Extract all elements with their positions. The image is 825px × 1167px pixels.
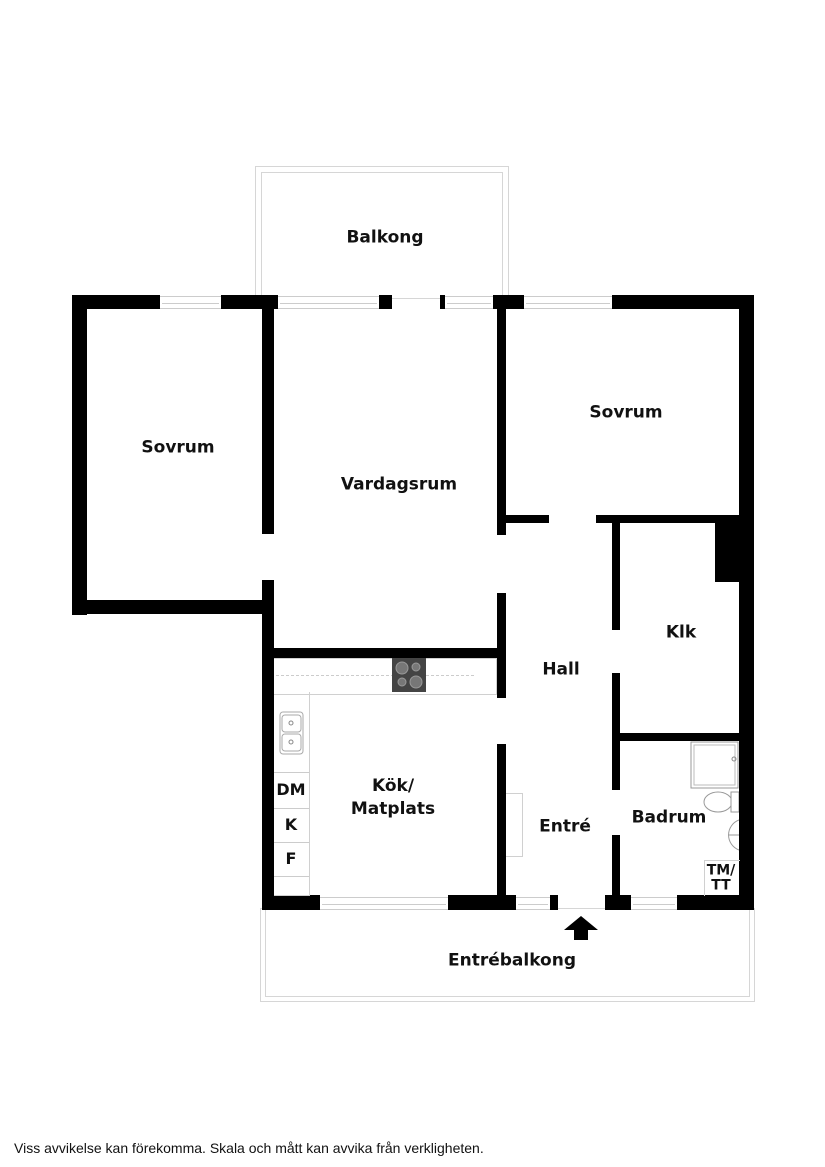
- toilet-icon: [701, 790, 740, 814]
- wall: [497, 593, 506, 698]
- wall: [493, 295, 524, 309]
- window: [445, 296, 493, 309]
- wall: [605, 895, 631, 910]
- label-washer-dryer: TM/ TT: [706, 862, 736, 893]
- wall: [677, 895, 754, 910]
- room-label-entre: Entré: [539, 816, 591, 837]
- wall: [262, 309, 274, 534]
- wall: [497, 515, 549, 523]
- stove-icon: [392, 658, 426, 692]
- wall: [262, 580, 274, 910]
- sink-icon: [279, 711, 304, 755]
- wall: [596, 515, 741, 523]
- room-label-balkong: Balkong: [346, 227, 424, 248]
- wall: [497, 309, 506, 535]
- wall: [612, 521, 620, 630]
- disclaimer-text: Viss avvikelse kan förekomma. Skala och …: [14, 1140, 484, 1156]
- room-label-badrum: Badrum: [631, 807, 707, 828]
- wall: [497, 744, 506, 904]
- wall: [72, 295, 87, 615]
- wall: [72, 295, 160, 309]
- wall: [262, 895, 320, 910]
- wall: [440, 295, 445, 309]
- entrance-arrow-icon: [564, 916, 598, 940]
- wall: [221, 295, 278, 309]
- wall: [612, 295, 754, 309]
- wall: [739, 295, 754, 910]
- wall: [612, 733, 741, 741]
- window: [516, 897, 550, 910]
- appliance-divider: [274, 876, 309, 877]
- room-label-entrebalkong: Entrébalkong: [447, 950, 577, 971]
- appliance-divider: [274, 808, 309, 809]
- room-label-sovrum-right: Sovrum: [589, 402, 663, 423]
- wall: [612, 673, 620, 790]
- window: [320, 897, 448, 910]
- label-dishwasher: DM: [276, 780, 306, 800]
- wall: [379, 295, 392, 309]
- window: [160, 296, 221, 309]
- window: [278, 296, 379, 309]
- wall: [715, 520, 741, 582]
- window: [631, 897, 677, 910]
- room-label-klk: Klk: [665, 622, 697, 643]
- kitchen-counter-top: [274, 658, 497, 695]
- kitchen-counter-left: [274, 692, 310, 896]
- wall-cabinet-line: [276, 675, 474, 676]
- room-label-hall: Hall: [542, 659, 580, 680]
- appliance-divider: [274, 842, 309, 843]
- room-label-sovrum-left: Sovrum: [141, 437, 215, 458]
- appliance-divider: [274, 772, 309, 773]
- shower-icon: [690, 741, 739, 789]
- wall: [72, 600, 274, 614]
- washbasin-icon: [714, 818, 740, 852]
- room-label-kok-matplats: Kök/ Matplats: [350, 776, 436, 819]
- wall: [550, 895, 558, 910]
- wall: [612, 835, 620, 900]
- room-label-vardagsrum: Vardagsrum: [340, 474, 458, 495]
- washer-dryer-box: [704, 860, 740, 896]
- label-fridge: K: [284, 815, 298, 835]
- window: [524, 296, 612, 309]
- hall-closet: [506, 793, 523, 857]
- wall: [274, 648, 504, 658]
- label-freezer: F: [285, 849, 297, 869]
